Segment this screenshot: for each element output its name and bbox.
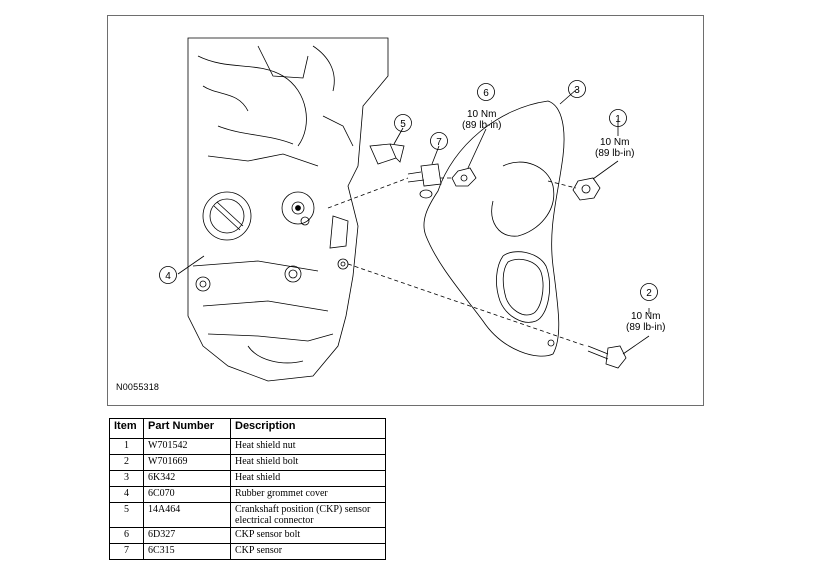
row-description: Rubber grommet cover [230,486,386,503]
callout-1-torque-nm: 10 Nm [600,137,630,148]
callout-6-number: 6 [483,88,489,99]
row-item: 1 [109,438,144,455]
callout-1-number: 1 [615,114,621,125]
table-row: 7 6C315 CKP sensor [109,543,386,560]
row-item: 3 [109,470,144,487]
callout-1-torque-lbin: (89 lb-in) [595,148,635,159]
callout-7-number: 7 [436,137,442,148]
row-description: Crankshaft position (CKP) sensor electri… [230,502,386,528]
table-row: 5 14A464 Crankshaft position (CKP) senso… [109,502,386,528]
engine-line-drawing: 1 2 3 4 5 6 7 [159,37,658,382]
row-description: Heat shield nut [230,438,386,455]
callout-1-torque: 10 Nm (89 lb-in) [595,137,634,159]
callout-7-circle [430,132,448,150]
ckp-connector [369,143,405,165]
row-description: CKP sensor bolt [230,527,386,544]
row-item: 7 [109,543,144,560]
rubber-grommet-cover [202,191,252,241]
row-part-number: W701669 [143,454,231,471]
table-row: 6 6D327 CKP sensor bolt [109,527,386,544]
row-item: 2 [109,454,144,471]
callout-2-torque-nm: 10 Nm [631,311,661,322]
parts-table: Item Part Number Description 1 W701542 H… [109,418,386,560]
row-part-number: 6D327 [143,527,231,544]
callout-2-number: 2 [646,288,652,299]
row-description: Heat shield [230,470,386,487]
callout-4-circle [159,266,177,284]
heat-shield [423,100,565,357]
callout-2-circle [640,283,658,301]
table-row: 2 W701669 Heat shield bolt [109,454,386,471]
header-description: Description [230,418,386,439]
figure-id: N0055318 [116,382,160,392]
ckp-sensor-bolt [451,167,477,187]
callout-3-number: 3 [574,85,580,96]
callout-5-number: 5 [400,119,406,130]
table-row: 4 6C070 Rubber grommet cover [109,486,386,503]
callout-3-circle [568,80,586,98]
callout-5-circle [394,114,412,132]
callout-4-number: 4 [165,271,171,282]
ckp-sensor [407,163,442,199]
row-description: Heat shield bolt [230,454,386,471]
row-part-number: W701542 [143,438,231,455]
callout-6-torque: 10 Nm (89 lb-in) [462,109,501,131]
row-part-number: 6C070 [143,486,231,503]
callout-6-torque-nm: 10 Nm [467,109,497,120]
callout-2-torque: 10 Nm (89 lb-in) [626,311,665,333]
row-item: 6 [109,527,144,544]
engine-block-outline [187,37,389,382]
row-part-number: 14A464 [143,502,231,528]
exploded-view-figure: 1 2 3 4 5 6 7 10 Nm (89 lb-in) 10 Nm (89… [107,15,704,406]
row-description: CKP sensor [230,543,386,560]
parts-table-header: Item Part Number Description [109,418,386,439]
callout-2-torque-lbin: (89 lb-in) [626,322,666,333]
heat-shield-bolt [587,345,627,369]
row-item: 4 [109,486,144,503]
callout-6-torque-lbin: (89 lb-in) [462,120,502,131]
row-part-number: 6K342 [143,470,231,487]
row-part-number: 6C315 [143,543,231,560]
heat-shield-nut [572,177,601,201]
table-row: 3 6K342 Heat shield [109,470,386,487]
header-item: Item [109,418,144,439]
callout-6-circle [477,83,495,101]
table-row: 1 W701542 Heat shield nut [109,438,386,455]
row-item: 5 [109,502,144,528]
header-part-number: Part Number [143,418,231,439]
callout-1-circle [609,109,627,127]
